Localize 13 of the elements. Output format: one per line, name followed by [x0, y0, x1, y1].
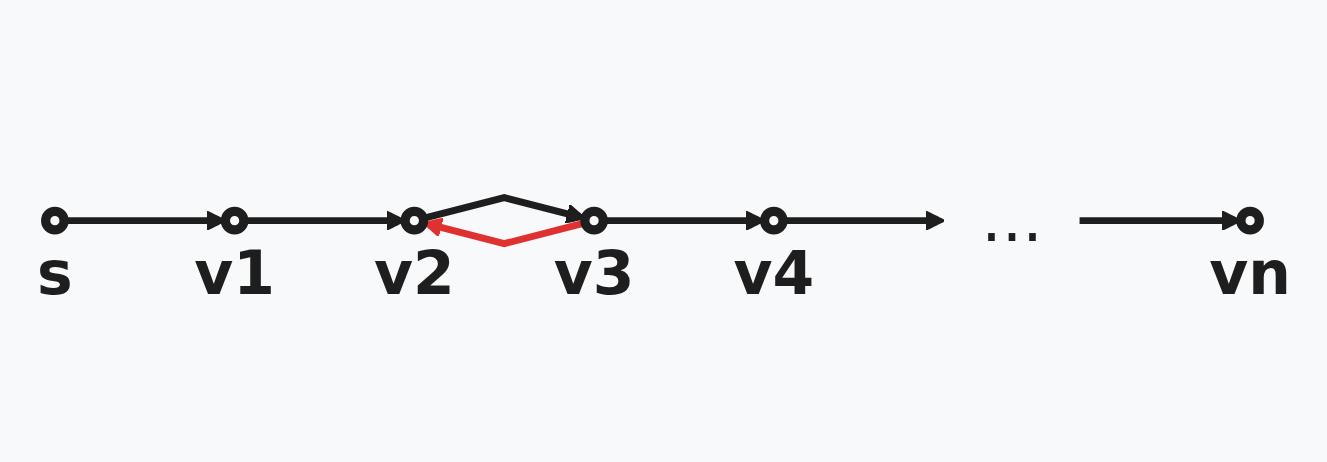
- node-text: ...: [980, 181, 1043, 258]
- node-label: v1: [193, 238, 275, 309]
- node-label: s: [36, 238, 73, 309]
- node-circle: [400, 206, 428, 235]
- node-circle: [220, 206, 248, 235]
- node-circle: [1235, 206, 1264, 235]
- node-label: v3: [553, 238, 634, 309]
- node-label: v4: [732, 238, 814, 309]
- node-circle: [579, 206, 608, 235]
- node-circle: [40, 206, 69, 235]
- node-label: v2: [373, 238, 455, 309]
- node-label: vn: [1208, 238, 1291, 309]
- node-circle: [759, 206, 788, 235]
